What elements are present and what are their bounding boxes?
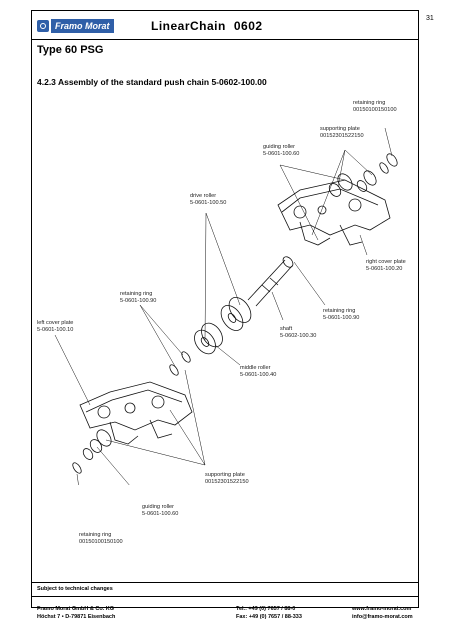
document-number: 0602 (233, 19, 263, 33)
footer-contact-block: Tel.: +49 (0) 7657 / 88-0 Fax: +49 (0) 7… (236, 606, 302, 621)
lower-chain-link (79, 381, 193, 445)
supporting-plates-top (328, 170, 377, 197)
callout-retaining-ring-top: retaining ring 00150100150100 (353, 100, 397, 114)
footer-company-block: Framo Morat GmbH & Co. KG Höchst 7 • D-7… (37, 606, 115, 621)
phone-number: Tel.: +49 (0) 7657 / 88-0 (236, 606, 296, 612)
callout-name: retaining ring (79, 532, 112, 538)
callout-name: shaft (280, 326, 293, 332)
leader-lines (54, 127, 393, 485)
callout-guiding-roller-top: guiding roller 5-0601-100.60 (263, 144, 299, 158)
upper-chain-link (277, 179, 391, 246)
type-heading: Type 60 PSG (37, 44, 104, 56)
footer-divider (31, 582, 419, 583)
guiding-roller-bottom (82, 448, 94, 460)
supporting-plates-bottom (89, 429, 112, 453)
callout-part-number: 5-0601-100.20 (366, 266, 403, 273)
callout-part-number: 5-0601-100.40 (240, 372, 277, 379)
document-title: LinearChain 0602 (151, 19, 263, 33)
company-name: Framo Morat GmbH & Co. KG (37, 606, 115, 612)
callout-retaining-ring-bottom: retaining ring 00150100150100 (79, 532, 123, 546)
callout-name: left cover plate (37, 320, 74, 326)
company-address: Höchst 7 • D-79871 Eisenbach (37, 613, 116, 620)
callout-name: guiding roller (142, 504, 175, 510)
callout-name: supporting plate (320, 126, 360, 132)
exploded-assembly-drawing (54, 127, 398, 485)
callout-part-number: 00152301522150 (205, 479, 249, 486)
shaft (247, 256, 294, 307)
callout-middle-roller: middle roller 5-0601-100.40 (240, 365, 276, 379)
website-link[interactable]: www.framo-morat.com (352, 606, 412, 612)
callout-name: guiding roller (263, 144, 296, 150)
callout-part-number: 00152301522150 (320, 133, 364, 140)
callout-name: middle roller (240, 365, 271, 371)
callout-name: retaining ring (120, 291, 153, 297)
callout-left-cover-plate: left cover plate 5-0601-100.10 (37, 320, 73, 334)
callout-guiding-roller-bottom: guiding roller 5-0601-100.60 (142, 504, 178, 518)
page-number: 31 (426, 15, 434, 22)
retaining-ring-top (379, 153, 398, 174)
callout-shaft: shaft 5-0602-100.30 (280, 326, 316, 340)
callout-name: supporting plate (205, 472, 245, 478)
callout-part-number: 5-0601-100.60 (142, 511, 179, 518)
callout-supporting-plate-top: supporting plate 00152301522150 (320, 126, 364, 140)
callout-right-cover-plate: right cover plate 5-0601-100.20 (366, 259, 406, 273)
callout-retaining-ring-left: retaining ring 5-0601-100.90 (120, 291, 156, 305)
callout-part-number: 5-0601-100.90 (323, 315, 360, 322)
callout-retaining-ring-right: retaining ring 5-0601-100.90 (323, 308, 359, 322)
middle-roller (194, 322, 223, 355)
logo-text: Framo Morat (51, 19, 114, 33)
drive-roller (220, 297, 252, 331)
callout-part-number: 5-0602-100.30 (280, 333, 317, 340)
footer-divider (31, 596, 419, 597)
email-link[interactable]: info@framo-morat.com (352, 613, 413, 620)
page-header: Framo Morat LinearChain 0602 (31, 10, 419, 40)
callout-name: retaining ring (353, 100, 386, 106)
callout-part-number: 00150100150100 (353, 107, 397, 114)
product-name: LinearChain (151, 19, 226, 33)
retaining-ring-mid (169, 351, 191, 376)
logo-mark-icon (37, 20, 49, 32)
page-frame (31, 10, 419, 608)
footer-web-block: www.framo-morat.com info@framo-morat.com (352, 606, 413, 621)
company-logo: Framo Morat (37, 19, 147, 33)
callout-part-number: 5-0601-100.60 (263, 151, 300, 158)
callout-part-number: 00150100150100 (79, 539, 123, 546)
callout-name: right cover plate (366, 259, 406, 265)
callout-supporting-plate-bottom: supporting plate 00152301522150 (205, 472, 249, 486)
retaining-ring-bottom (72, 462, 82, 474)
callout-name: drive roller (190, 193, 217, 199)
callout-part-number: 5-0601-100.50 (190, 200, 227, 207)
section-heading: 4.2.3 Assembly of the standard push chai… (37, 77, 267, 87)
callout-drive-roller: drive roller 5-0601-100.50 (190, 193, 226, 207)
callout-name: retaining ring (323, 308, 356, 314)
footer-disclaimer: Subject to technical changes (37, 586, 113, 592)
callout-part-number: 5-0601-100.90 (120, 298, 157, 305)
callout-part-number: 5-0601-100.10 (37, 327, 74, 334)
fax-number: Fax: +49 (0) 7657 / 88-333 (236, 613, 302, 620)
